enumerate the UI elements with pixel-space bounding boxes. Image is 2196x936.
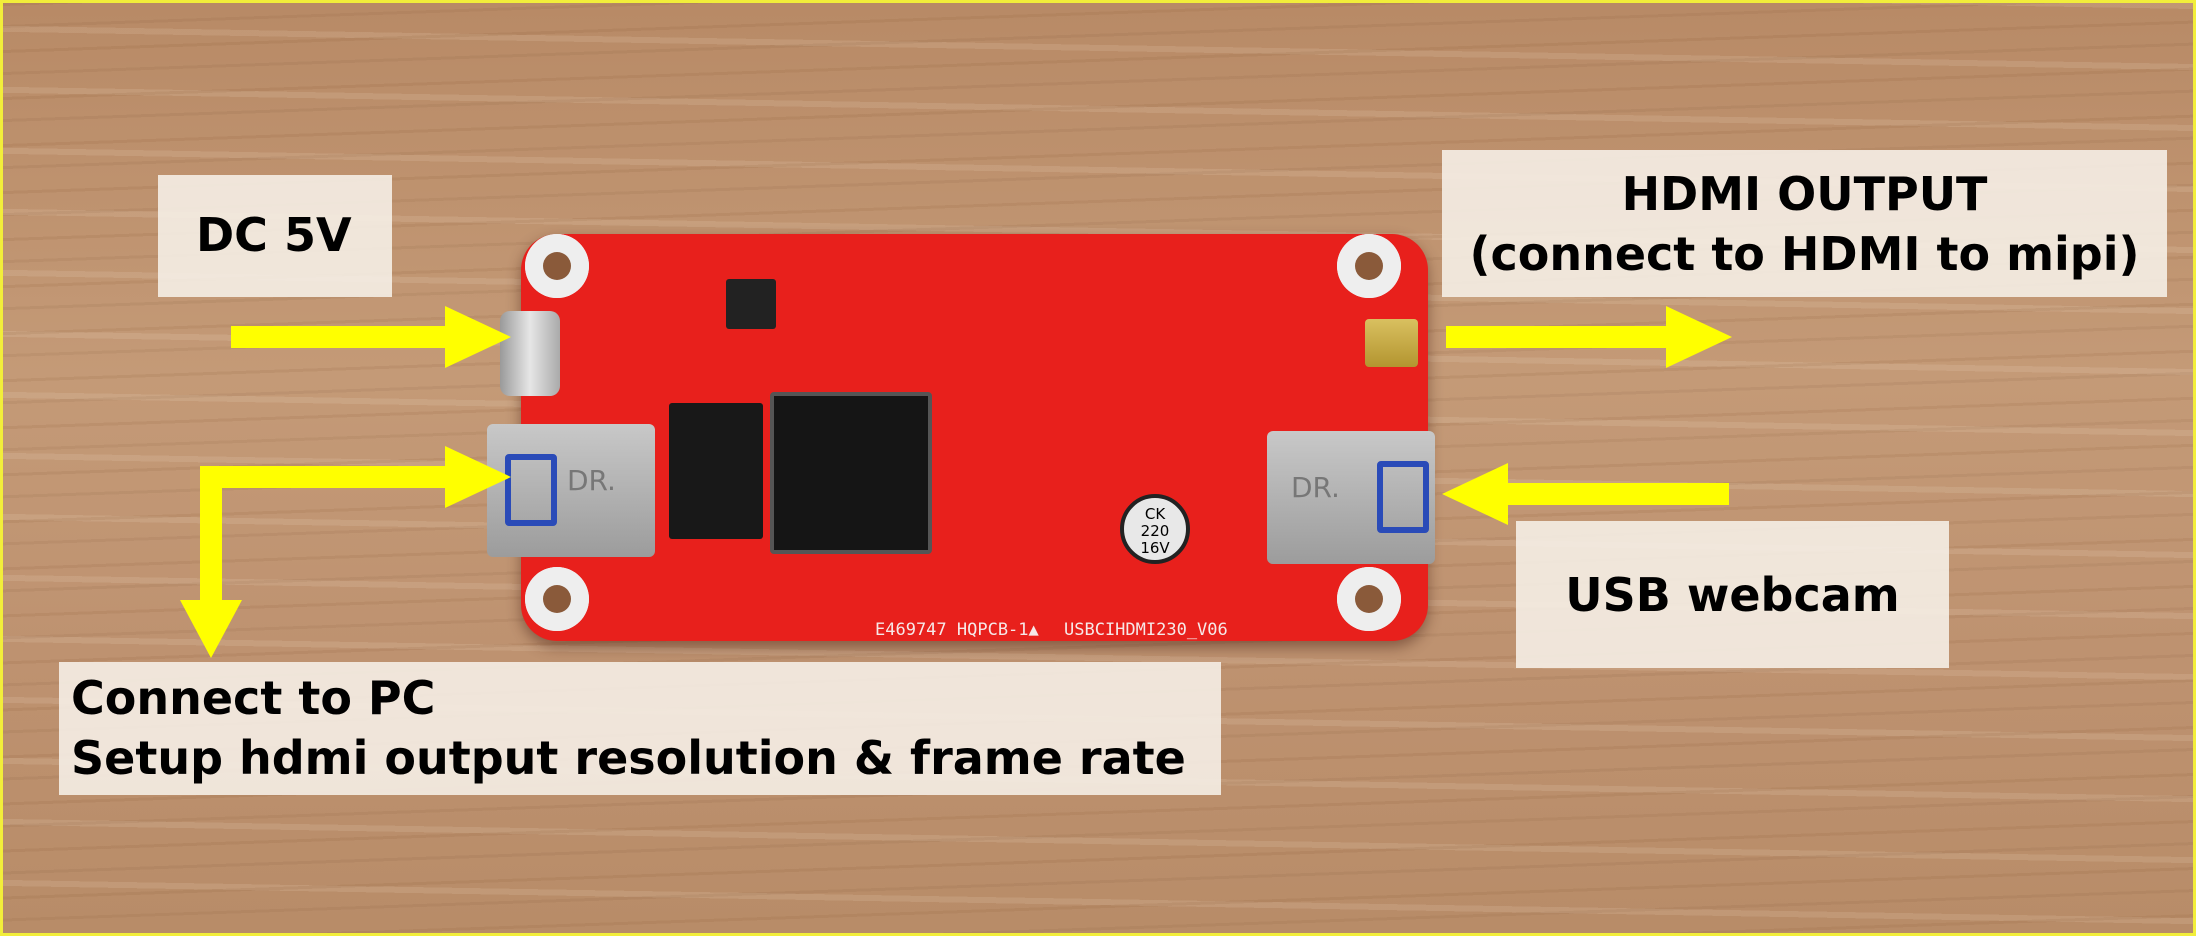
cap-text: 16V (1140, 539, 1170, 557)
webcam-arrow-icon (1442, 463, 1729, 525)
cap-text: 220 (1140, 522, 1170, 540)
hdmi-label-title: HDMI OUTPUT (1621, 167, 1988, 221)
pc-label: Connect to PC Setup hdmi output resoluti… (59, 662, 1221, 795)
webcam-label-text: USB webcam (1565, 568, 1900, 622)
dc-label: DC 5V (158, 175, 392, 297)
hdmi-label-subtitle: (connect to HDMI to mipi) (1469, 227, 2140, 281)
pcb-board: DR. DR. CK 220 16V E469747 HQPCB-1▲ USBC… (487, 234, 1435, 641)
mini-hdmi-port (1365, 319, 1418, 367)
mount-hole (525, 234, 589, 298)
usb-a-port-webcam: DR. (1267, 431, 1435, 564)
hdmi-arrow-icon (1446, 306, 1732, 368)
mount-hole (525, 567, 589, 631)
usb-c-port (500, 311, 560, 396)
hdmi-label: HDMI OUTPUT (connect to HDMI to mipi) (1442, 150, 2167, 297)
usb-a-port-pc: DR. (487, 424, 655, 557)
cap-text: CK (1144, 505, 1166, 523)
mount-hole (1337, 567, 1401, 631)
mount-hole (1337, 234, 1401, 298)
pcb-model-text: USBCIHDMI230_V06 (1064, 620, 1228, 640)
dc-label-text: DC 5V (196, 208, 352, 262)
ram-chip (669, 403, 763, 539)
pc-label-subtitle: Setup hdmi output resolution & frame rat… (71, 731, 1186, 785)
pc-label-title: Connect to PC (71, 671, 436, 725)
ic-chip (726, 279, 776, 329)
dc-arrow-icon (231, 306, 511, 368)
usb-mark: DR. (567, 464, 616, 497)
usb-mark: DR. (1291, 471, 1340, 504)
webcam-label: USB webcam (1516, 521, 1949, 668)
pc-arrow-icon (180, 446, 511, 658)
capacitor: CK 220 16V (1120, 494, 1190, 564)
pcb-cert-text: E469747 HQPCB-1▲ (875, 620, 1039, 640)
soc-chip (770, 392, 932, 554)
